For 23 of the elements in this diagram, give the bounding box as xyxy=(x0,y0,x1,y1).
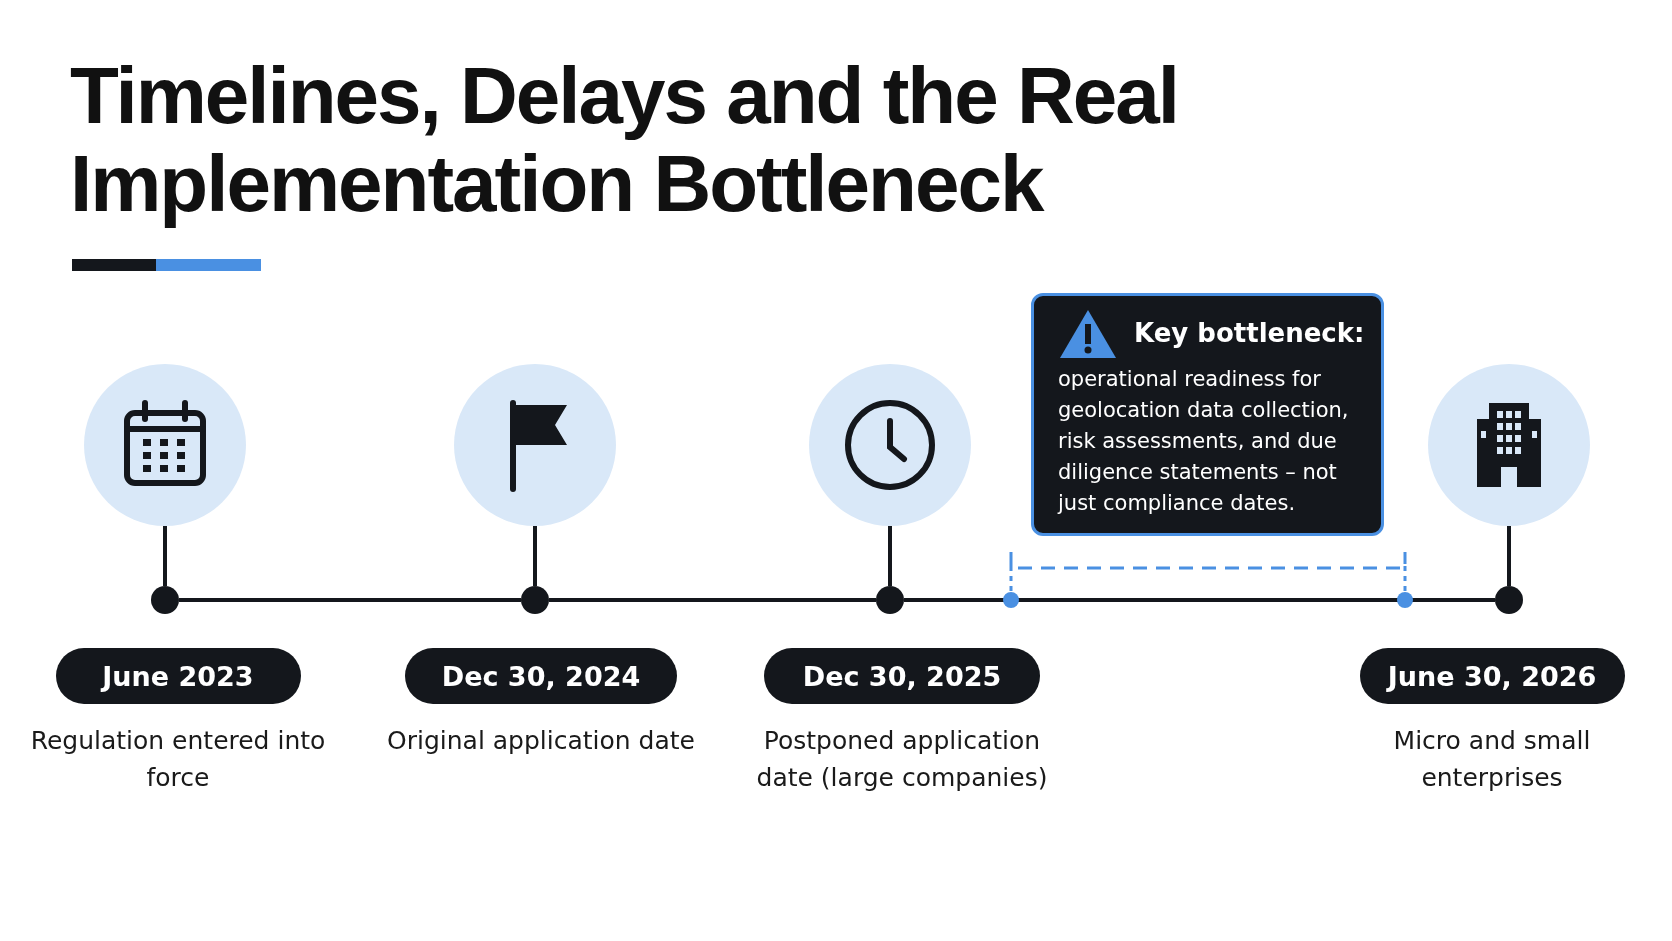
milestone-description: Regulation entered into force xyxy=(29,725,327,794)
callout-heading: Key bottleneck: xyxy=(1134,318,1365,348)
timeline-line xyxy=(904,598,1495,602)
callout-box xyxy=(1031,293,1384,536)
date-pill: June 30, 2026 xyxy=(1359,648,1625,704)
connector-stem xyxy=(163,526,167,586)
connector-stem xyxy=(533,526,537,586)
timeline-line xyxy=(549,598,876,602)
timeline-dot xyxy=(1495,586,1523,614)
milestone-description: Original application date xyxy=(386,725,696,757)
title: Timelines, Delays and the Real Implementation Bottleneck xyxy=(70,52,1179,228)
connector-stem xyxy=(1507,526,1511,586)
timeline-dot xyxy=(876,586,904,614)
callout-text: operational readiness for geolocation data collection, risk assessments, and due diligence statements – not just compliance dates. xyxy=(1058,366,1350,517)
timeline-dot xyxy=(151,586,179,614)
milestone-description: Micro and small enterprises xyxy=(1392,725,1592,794)
date-pill: June 2023 xyxy=(55,648,301,704)
milestone-description: Postponed application date (large companies) xyxy=(755,725,1049,794)
connector-stem xyxy=(888,526,892,586)
date-pill: Dec 30, 2025 xyxy=(764,648,1040,704)
timeline-dot xyxy=(521,586,549,614)
timeline-line xyxy=(179,598,521,602)
date-pill: Dec 30, 2024 xyxy=(405,648,677,704)
